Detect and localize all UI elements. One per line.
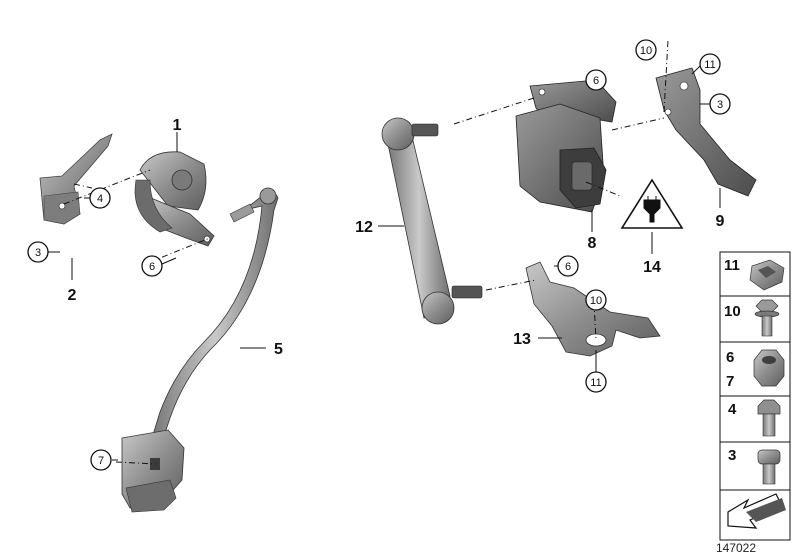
callout-6-bottom: 6 — [565, 261, 571, 273]
callout-7-left: 7 — [98, 455, 104, 467]
legend-number-3: 3 — [728, 447, 736, 464]
callout-circle-4 — [89, 187, 111, 209]
legend-number-7: 7 — [726, 373, 734, 390]
coupling-link-part-12 — [381, 117, 483, 325]
callout-circle-10-top — [635, 39, 657, 61]
callout-circle-11-bottom — [585, 371, 607, 393]
callout-circle-6-top — [585, 69, 607, 91]
callout-9: 9 — [716, 213, 725, 230]
callout-6-left: 6 — [149, 261, 155, 273]
callout-circle-3-left — [27, 241, 49, 263]
callout-11-bottom: 11 — [590, 377, 601, 389]
level-sensor-part-1 — [134, 151, 215, 247]
legend-number-10: 10 — [724, 303, 741, 320]
callout-5: 5 — [274, 341, 283, 358]
arrow-icon — [727, 493, 786, 529]
legend-number-4: 4 — [728, 401, 737, 418]
callout-3-left: 3 — [35, 247, 41, 259]
hardware-legend: 11 10 6 7 4 3 — [719, 251, 791, 541]
callout-circle-6-left — [141, 255, 163, 277]
callout-12: 12 — [355, 219, 373, 236]
legend-number-6: 6 — [726, 349, 734, 366]
bracket-part-2 — [39, 133, 113, 225]
callout-11-top: 11 — [704, 59, 715, 71]
hex-bolt-icon — [757, 399, 781, 437]
callout-10-top: 10 — [640, 45, 652, 57]
callout-10-mid: 10 — [590, 295, 602, 307]
callout-4: 4 — [97, 193, 103, 205]
bracket-part-9 — [655, 67, 757, 197]
flange-bolt-icon — [754, 299, 780, 337]
level-sensor-part-8 — [515, 79, 617, 213]
callout-circle-10-mid — [585, 289, 607, 311]
legend-number-11: 11 — [724, 257, 740, 274]
callout-circle-3-right — [709, 93, 731, 115]
coupling-rod-part-5 — [121, 187, 279, 513]
callout-8: 8 — [588, 235, 597, 252]
reference-number: 147022 — [715, 541, 756, 555]
callout-6-top: 6 — [593, 75, 599, 87]
hex-nut-icon — [753, 349, 785, 387]
callout-2: 2 — [68, 287, 77, 304]
connector-warning-triangle-part-14 — [620, 178, 684, 229]
callout-3-right: 3 — [717, 99, 723, 111]
callout-circle-7-left — [90, 449, 112, 471]
callout-1: 1 — [173, 117, 182, 134]
callout-circle-11-top — [699, 53, 721, 75]
callout-13: 13 — [513, 331, 531, 348]
socket-head-bolt-icon — [757, 449, 781, 485]
clip-nut-icon — [749, 259, 785, 291]
callout-circle-6-bottom — [557, 255, 579, 277]
callout-14: 14 — [643, 259, 661, 276]
